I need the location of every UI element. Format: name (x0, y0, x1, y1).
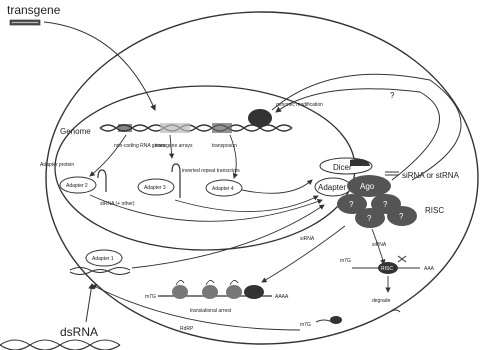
sirna-right-label: siRNA (372, 242, 387, 248)
transgene-label: transgene (7, 3, 61, 17)
question-top: ? (390, 91, 395, 100)
risc-q1: ? (349, 200, 354, 209)
risc-q4: ? (399, 212, 404, 221)
ago-label: Ago (360, 182, 375, 191)
genome-label: Genome (60, 127, 91, 136)
m7g-right-label: m7G (340, 258, 351, 264)
m7g-left-label: m7G (145, 294, 156, 300)
fragment-blob (330, 316, 342, 324)
translational-arrest-label: translational arrest (190, 308, 232, 314)
adapter-protein-label: Adapter protein (40, 162, 74, 168)
strna-duplex (385, 172, 399, 175)
arrow-adapter4-dicer (242, 180, 312, 193)
risc-complex: Dicer Adapter Ago ? ? ? ? (315, 158, 417, 228)
risc-small-label: RISC (381, 266, 393, 272)
adapter-3-label: Adapter 3 (144, 185, 166, 191)
arrow-risc-translation (262, 226, 345, 282)
hairpin-rna-left (98, 170, 106, 192)
risc-label: RISC (425, 206, 444, 215)
transgene-icon (10, 20, 40, 25)
aaaa-left-label: AAAA (275, 294, 289, 300)
arrow-genome-adapter2 (90, 135, 126, 176)
hairpin-rna-middle (172, 164, 180, 198)
degrade-label: degrade (372, 298, 391, 304)
risc-q3: ? (367, 214, 372, 223)
adapter-2-label: Adapter 2 (66, 183, 88, 189)
genomic-modification-complex (248, 109, 272, 127)
transgene-arrays-label: transgene arrays (155, 143, 193, 149)
scissors-icon (398, 256, 406, 262)
arrow-adapter3-dicer (175, 196, 318, 212)
dsrna-label: dsRNA (60, 325, 98, 339)
rdrp-label: RdRP (180, 326, 194, 332)
adapter-1-label: Adapter 1 (92, 256, 114, 262)
arrow-dsrna-in (86, 284, 92, 322)
transgene-arrow (44, 22, 155, 110)
risc-q2: ? (383, 200, 388, 209)
aaa-right-label: AAA (424, 266, 435, 272)
sirna-or-strna-label: siRNA or stRNA (402, 171, 460, 180)
dsrna-helix-bottom (0, 340, 120, 350)
sirna-mid-label: siRNA (300, 236, 315, 242)
dicer-label: Dicer (333, 163, 352, 172)
dsrna-cytoplasm (70, 268, 130, 275)
arrow-adapter2-dicer (90, 195, 322, 221)
translating-mrna (158, 280, 272, 299)
degraded-fragment (316, 310, 400, 322)
arrow-adapter1-dicer (132, 205, 324, 268)
m7g-bottom-label: m7G (300, 322, 311, 328)
adapter-4-label: Adapter 4 (212, 186, 234, 192)
adapter-label: Adapter (318, 183, 346, 192)
inverted-repeat-transcripts-label: inverted repeat transcripts (182, 168, 240, 174)
